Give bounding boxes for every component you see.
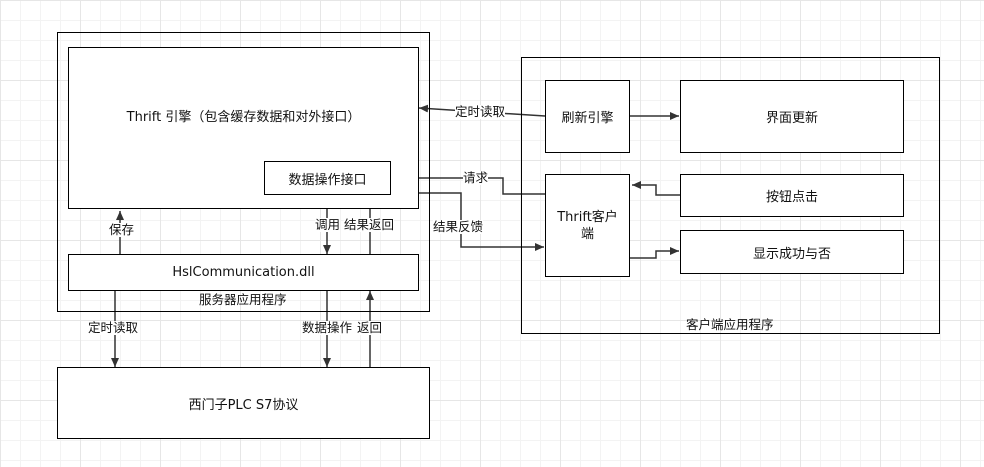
- hsl-label: HslCommunication.dll: [172, 265, 315, 280]
- ui-update-box: 界面更新: [680, 80, 904, 153]
- arrow-client-to-show: [630, 247, 679, 259]
- show-result-box: 显示成功与否: [680, 230, 904, 274]
- label-save: 保存: [109, 222, 135, 237]
- ui-update-label: 界面更新: [765, 111, 818, 126]
- label-request: 请求: [463, 170, 489, 185]
- label-plc-return: 返回: [357, 320, 383, 335]
- server-app-container: [57, 32, 430, 312]
- label-result-return: 结果返回: [344, 217, 395, 232]
- client-app-label: 客户端应用程序: [686, 317, 774, 332]
- label-call: 调用: [315, 217, 341, 232]
- data-interface-box: 数据操作接口: [264, 161, 391, 195]
- refresh-engine-box: 刷新引擎: [545, 80, 630, 153]
- label-plc-data-op: 数据操作: [302, 320, 353, 335]
- button-click-box: 按钮点击: [680, 174, 904, 217]
- server-app-label: 服务器应用程序: [199, 292, 287, 307]
- client-app-container: [521, 57, 940, 334]
- plc-box: 西门子PLC S7协议: [57, 367, 430, 439]
- label-result-feedback: 结果反馈: [433, 219, 484, 234]
- plc-label: 西门子PLC S7协议: [188, 397, 299, 413]
- thrift-client-box: Thrift客户端: [545, 174, 630, 277]
- label-timed-read: 定时读取: [455, 104, 506, 119]
- label-plc-timed-read: 定时读取: [88, 320, 139, 335]
- data-interface-label: 数据操作接口: [288, 172, 367, 188]
- arrow-button-to-client: [632, 181, 680, 196]
- arrow-request: [406, 174, 545, 195]
- button-click-label: 按钮点击: [765, 190, 818, 205]
- hsl-box: HslCommunication.dll: [68, 254, 419, 291]
- refresh-engine-label: 刷新引擎: [561, 111, 614, 126]
- thrift-client-label: Thrift客户端: [557, 209, 618, 242]
- thrift-engine-label: Thrift 引擎（包含缓存数据和对外接口）: [126, 109, 361, 125]
- show-result-label: 显示成功与否: [752, 246, 831, 262]
